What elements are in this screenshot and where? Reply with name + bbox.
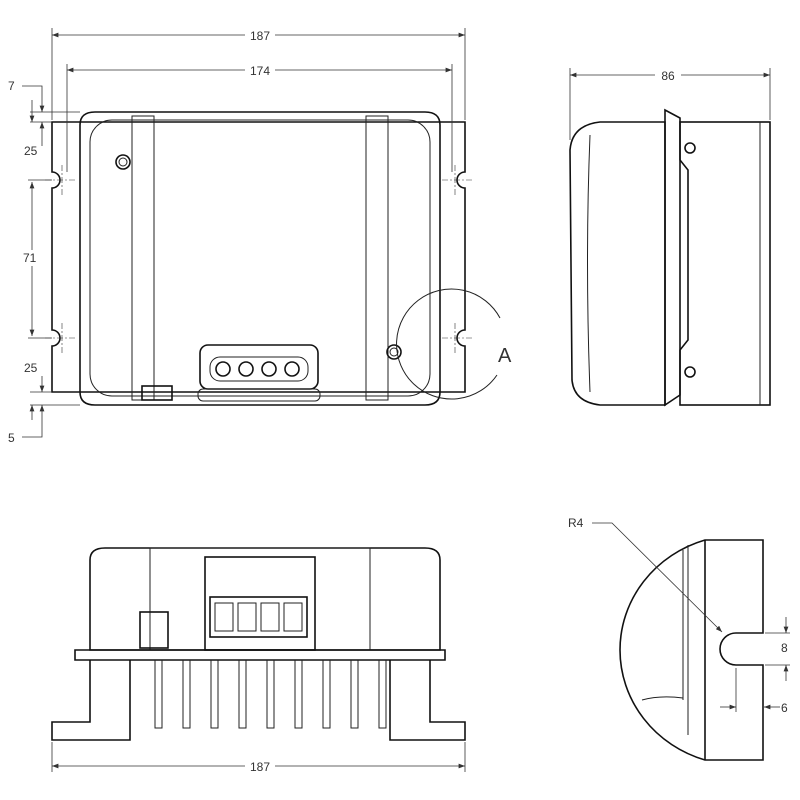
dim-bottom-offset: 5	[8, 431, 15, 445]
heatsink-fins	[154, 660, 387, 729]
detail-label: A	[498, 345, 512, 367]
dim-top-offset: 7	[8, 79, 15, 93]
dim-overall-width: 187	[250, 29, 270, 43]
detail-view: 8 6 R4	[568, 516, 790, 761]
bottom-plate	[74, 649, 446, 661]
bottom-view: 187	[51, 547, 466, 774]
connector	[141, 385, 173, 401]
mounting-plate-outline	[51, 121, 466, 393]
dim-top-hole-distance: 25	[24, 144, 38, 158]
dim-slot-depth: 6	[781, 701, 788, 715]
dim-bottom-hole-distance: 25	[24, 361, 38, 375]
enclosure-body	[79, 111, 441, 406]
strap-left	[131, 115, 155, 401]
strap-right	[365, 115, 389, 401]
bottom-terminals	[209, 596, 308, 638]
dim-hole-spacing-width: 174	[250, 64, 270, 78]
dim-depth: 86	[661, 69, 675, 83]
screw-icon	[115, 154, 131, 170]
enclosure-lid	[89, 119, 431, 397]
screw-icon	[684, 366, 696, 378]
side-heatsink	[679, 121, 771, 406]
dim-radius: R4	[568, 516, 584, 530]
dim-hole-spacing-height: 71	[23, 251, 37, 265]
side-lid	[569, 121, 666, 406]
screw-icon	[386, 344, 402, 360]
side-view: 86	[569, 68, 771, 407]
bottom-body	[89, 547, 441, 651]
detail-outline	[619, 539, 764, 761]
terminal-screws	[215, 361, 300, 377]
dim-bottom-width: 187	[250, 760, 270, 774]
dim-slot-height: 8	[781, 641, 788, 655]
side-plate	[664, 108, 689, 407]
bottom-flanges	[51, 660, 466, 741]
terminal-block	[199, 344, 319, 390]
bottom-connector	[139, 611, 169, 649]
detail-circle	[396, 288, 501, 400]
front-view: 187 174 7 25 71 25 5 A	[8, 28, 512, 445]
screw-icon	[684, 142, 696, 154]
